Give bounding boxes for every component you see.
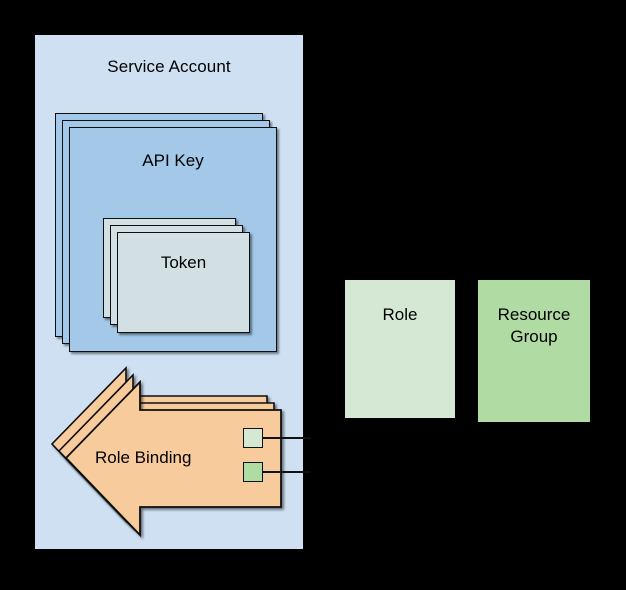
service-account-label: Service Account xyxy=(107,57,231,76)
resource-group-box-label: Resource Group xyxy=(478,304,590,348)
resource-group-label-line-1: Resource xyxy=(497,305,571,324)
role-port-square[interactable] xyxy=(243,428,263,448)
resource-group-port-square[interactable] xyxy=(243,462,263,482)
resource-group-label-line-2: Group xyxy=(510,327,558,346)
resource-group-box[interactable]: Resource Group xyxy=(478,280,590,422)
token-label: Token xyxy=(160,253,207,272)
connector-role xyxy=(262,437,311,439)
connector-resource-group xyxy=(262,471,311,473)
token-card[interactable] xyxy=(117,232,250,333)
role-box-label: Role xyxy=(382,305,418,324)
role-box[interactable]: Role xyxy=(345,280,455,418)
api-key-label: API Key xyxy=(142,151,204,170)
role-binding-label: Role Binding xyxy=(95,448,192,467)
